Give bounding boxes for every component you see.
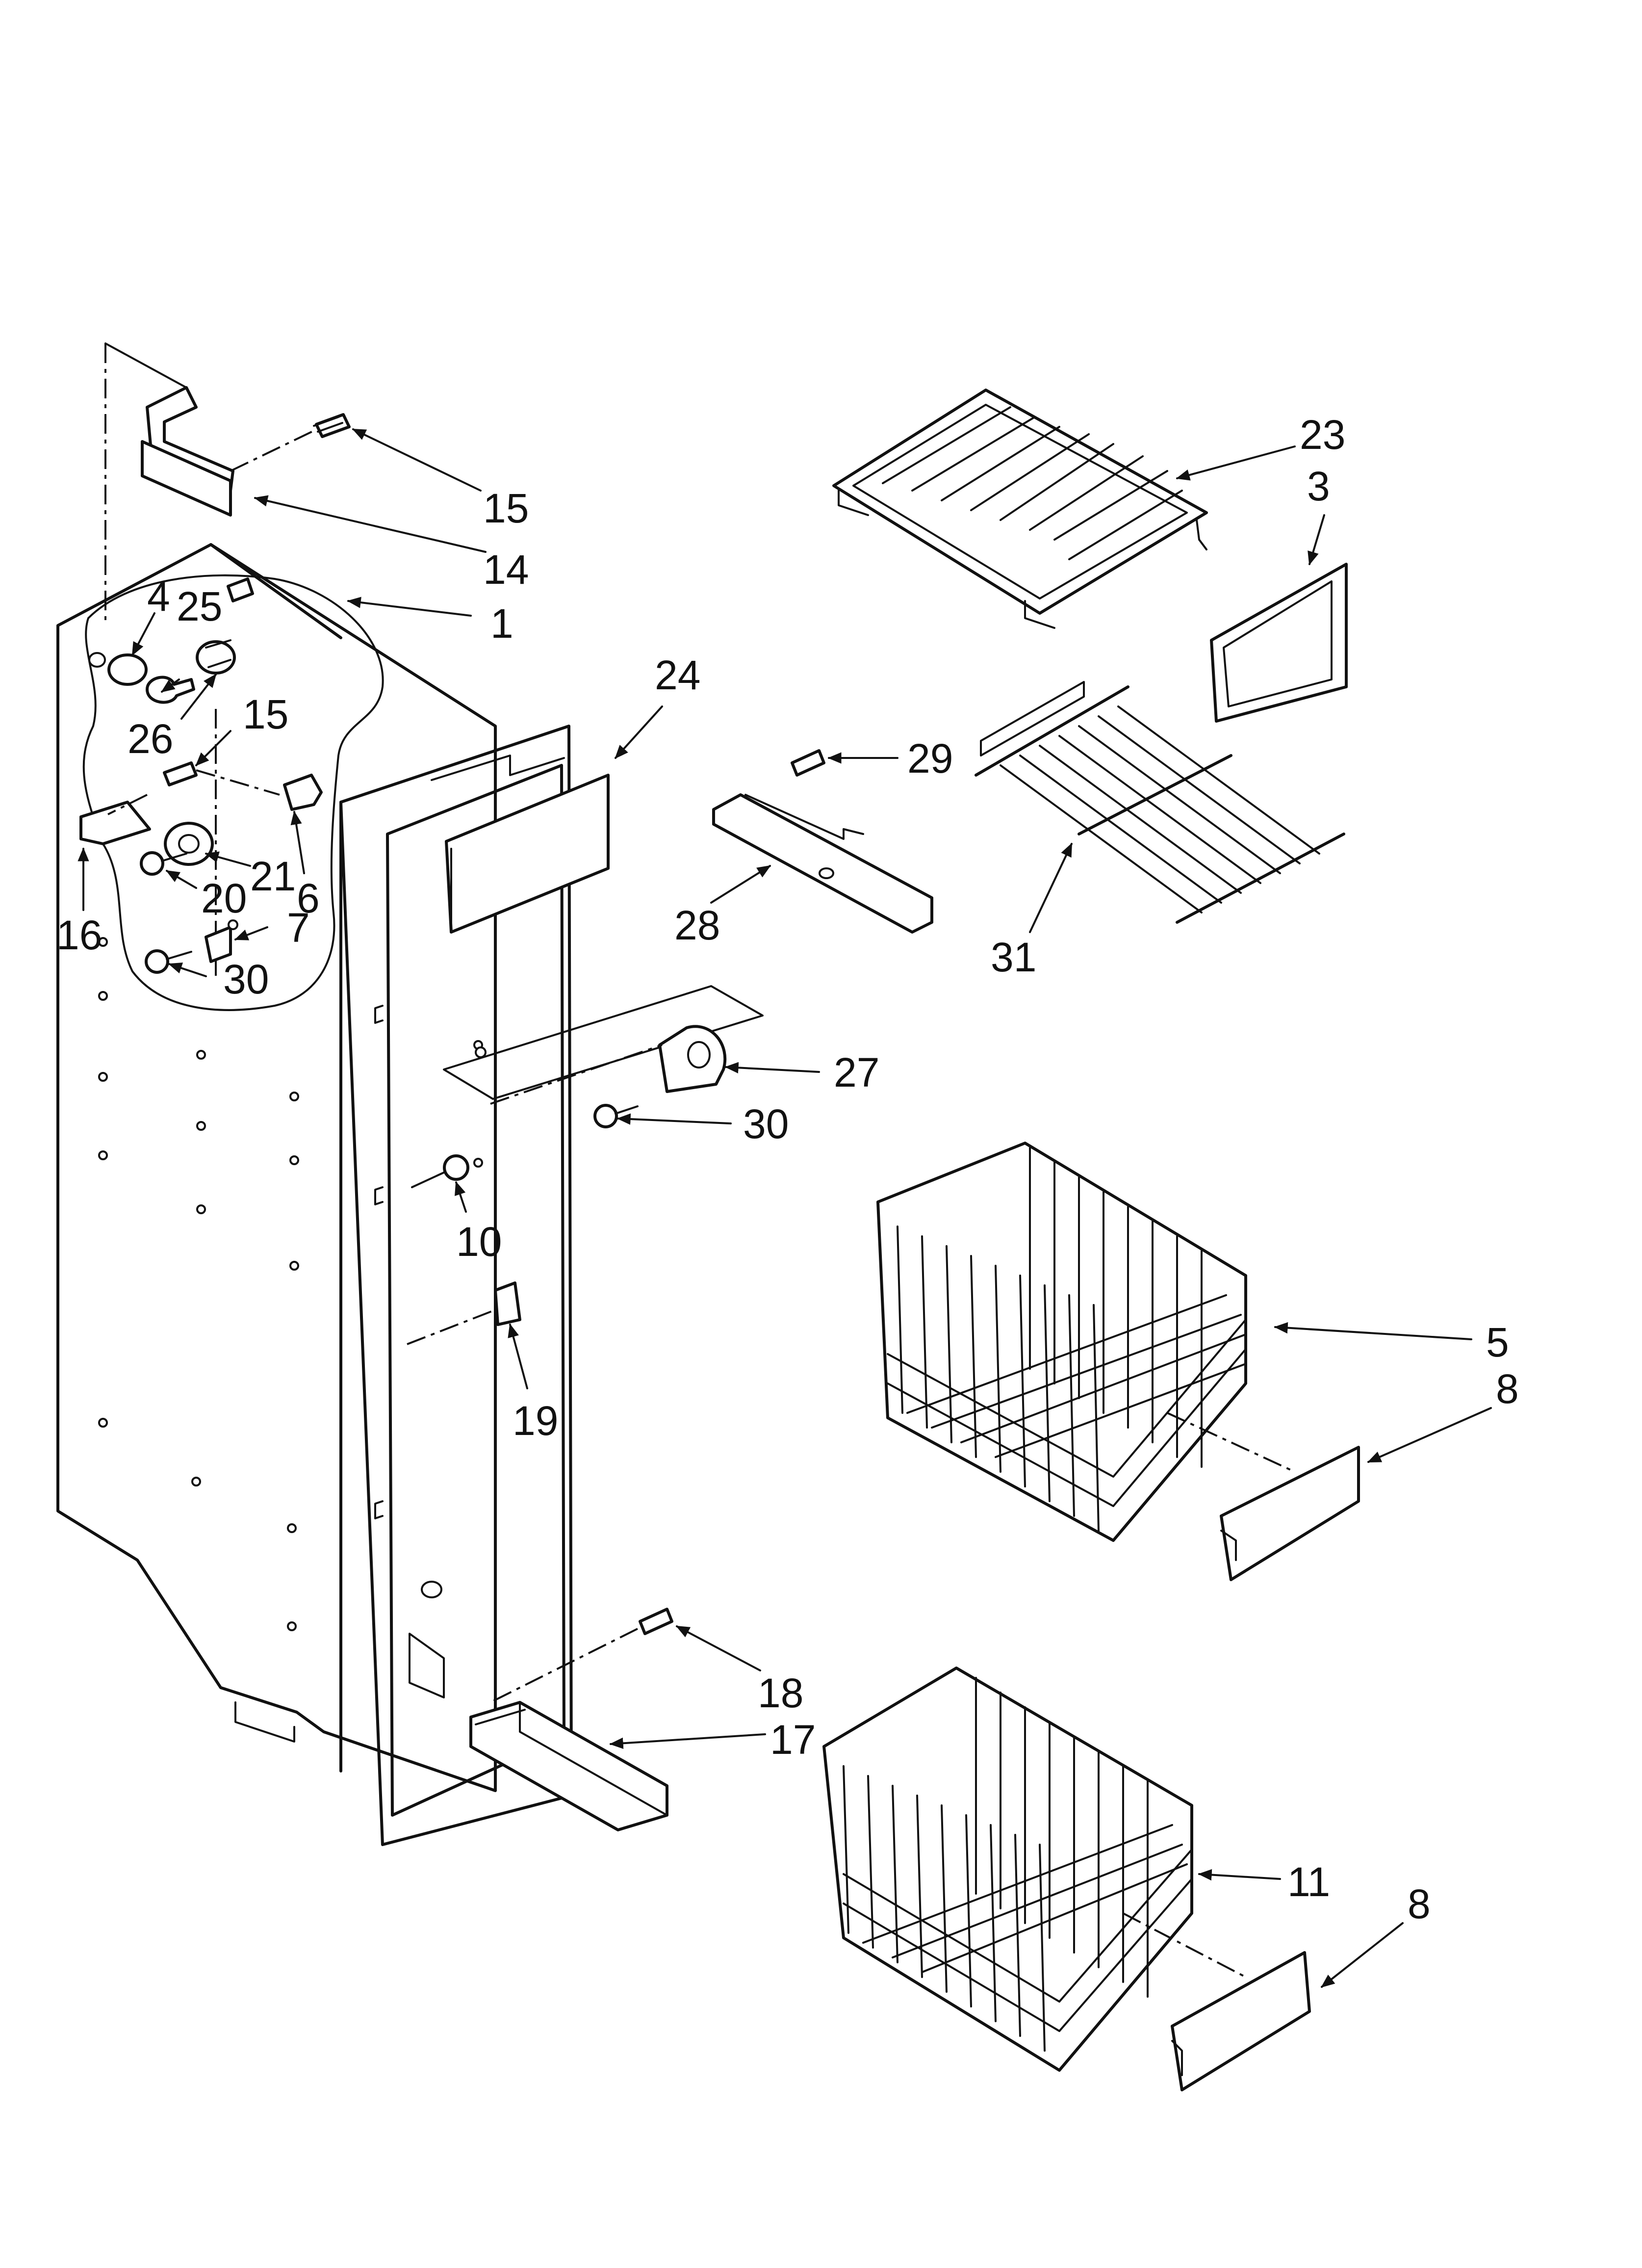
callout-5: 5	[1486, 1319, 1509, 1365]
switch-19	[407, 1281, 521, 1345]
callout-29: 29	[907, 735, 953, 782]
light-shield	[443, 985, 764, 1100]
part-16	[79, 801, 151, 845]
callout-8-upper: 8	[1496, 1366, 1519, 1412]
leader-lines	[77, 428, 1492, 1988]
wire-basket-11	[822, 1667, 1193, 2072]
callout-21: 21	[250, 853, 296, 899]
freezer-liner	[56, 543, 573, 1846]
callout-8-lower: 8	[1408, 1881, 1431, 1927]
shelf-trim-3	[1210, 563, 1348, 723]
wire-basket-5	[876, 1142, 1247, 1542]
panel-24	[445, 774, 610, 934]
callout-24: 24	[655, 652, 700, 698]
callout-labels: 15 14 1 4 25 26 15 16 21 20 6 7 30 24 23…	[56, 412, 1519, 1927]
callout-14: 14	[483, 547, 529, 593]
callout-26: 26	[128, 716, 173, 762]
callout-15-mid: 15	[243, 691, 288, 737]
callout-16: 16	[56, 912, 102, 958]
shelf-support-28	[712, 793, 933, 934]
callout-17: 17	[770, 1717, 816, 1763]
button-10	[411, 1154, 469, 1188]
callout-6: 6	[297, 875, 320, 921]
screw-30-upper	[145, 949, 192, 974]
callout-28: 28	[674, 902, 720, 948]
screw-20	[140, 851, 187, 876]
callout-30-lower: 30	[743, 1101, 789, 1147]
grille-17	[469, 1701, 668, 1831]
wire-shelf-31	[975, 681, 1345, 924]
label-tab	[227, 577, 254, 602]
screw-15-mid	[163, 761, 198, 786]
control-area-outline	[82, 574, 384, 1011]
clip-6	[283, 774, 323, 811]
callout-27: 27	[834, 1049, 879, 1095]
basket-trim-8-upper	[1220, 1446, 1360, 1581]
callout-30-upper: 30	[223, 956, 269, 1002]
bulb-26	[146, 676, 195, 704]
basket-trim-8-lower	[1171, 1951, 1311, 2091]
callout-23: 23	[1300, 412, 1345, 458]
screw-18	[639, 1608, 673, 1635]
screw-15-top	[313, 413, 351, 438]
glass-shelf-23	[832, 389, 1208, 629]
callout-19: 19	[513, 1398, 558, 1444]
screw-29	[791, 749, 825, 777]
knob-4	[88, 652, 148, 686]
callout-10: 10	[456, 1219, 502, 1265]
callout-20: 20	[201, 875, 247, 921]
screw-30-lower	[593, 1104, 639, 1128]
callout-1: 1	[490, 600, 513, 647]
callout-25: 25	[177, 583, 222, 629]
callout-11: 11	[1287, 1859, 1330, 1905]
callout-4: 4	[147, 574, 170, 620]
hinge-bracket	[141, 386, 234, 517]
callout-3: 3	[1307, 463, 1330, 509]
bracket-7	[205, 919, 238, 963]
callout-31: 31	[991, 934, 1036, 980]
callout-7: 7	[287, 905, 310, 951]
callout-18: 18	[758, 1670, 803, 1716]
light-socket-27	[658, 1025, 727, 1093]
thermostat-21	[164, 822, 214, 866]
part-25	[196, 639, 236, 675]
callout-15-top: 15	[483, 485, 529, 531]
